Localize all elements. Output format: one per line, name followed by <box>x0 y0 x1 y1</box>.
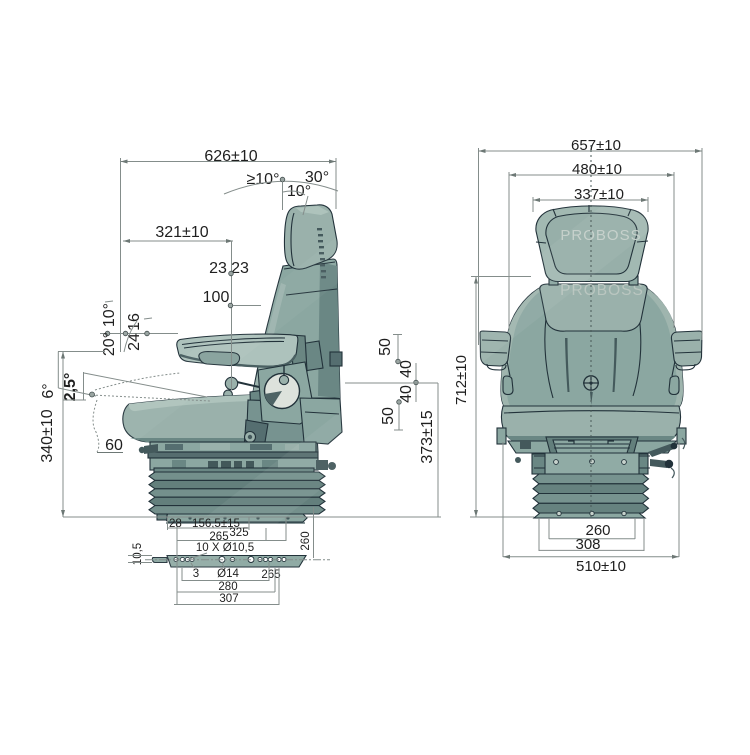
svg-text:30°: 30° <box>305 169 329 186</box>
svg-text:156,5±15: 156,5±15 <box>192 518 240 530</box>
svg-text:265: 265 <box>261 569 280 581</box>
svg-text:2,5°: 2,5° <box>62 373 79 402</box>
svg-text:100: 100 <box>203 289 230 306</box>
svg-text:PROBOSS: PROBOSS <box>560 227 641 244</box>
svg-text:480±10: 480±10 <box>572 161 622 178</box>
svg-text:325: 325 <box>229 527 248 539</box>
svg-text:340±10: 340±10 <box>39 409 56 462</box>
svg-text:10°: 10° <box>287 183 311 200</box>
svg-text:Ø14: Ø14 <box>217 568 239 580</box>
svg-text:307: 307 <box>219 593 238 605</box>
svg-text:337±10: 337±10 <box>574 186 624 203</box>
svg-text:10,5: 10,5 <box>132 543 144 565</box>
svg-text:657±10: 657±10 <box>571 137 621 154</box>
svg-text:60: 60 <box>105 437 123 454</box>
svg-text:10°: 10° <box>101 303 118 327</box>
svg-text:308: 308 <box>575 536 600 553</box>
svg-text:23: 23 <box>209 260 227 277</box>
svg-text:40: 40 <box>398 360 415 378</box>
svg-text:≥10°: ≥10° <box>247 171 280 188</box>
svg-text:50: 50 <box>380 407 397 425</box>
svg-text:3: 3 <box>193 568 199 580</box>
svg-text:16: 16 <box>126 313 143 331</box>
svg-text:10 X Ø10,5: 10 X Ø10,5 <box>196 542 254 554</box>
svg-text:321±10: 321±10 <box>155 224 208 241</box>
svg-text:28: 28 <box>169 518 182 530</box>
svg-text:712±10: 712±10 <box>453 355 470 405</box>
svg-text:6°: 6° <box>40 383 57 398</box>
svg-text:260: 260 <box>585 522 610 539</box>
svg-text:280: 280 <box>218 581 237 593</box>
svg-text:373±15: 373±15 <box>419 410 436 463</box>
svg-text:20°: 20° <box>101 332 118 356</box>
svg-text:40: 40 <box>398 385 415 403</box>
svg-text:626±10: 626±10 <box>204 148 257 165</box>
svg-text:23: 23 <box>231 260 249 277</box>
svg-text:24: 24 <box>126 333 143 351</box>
svg-text:510±10: 510±10 <box>576 558 626 575</box>
svg-text:260: 260 <box>300 531 312 550</box>
svg-text:50: 50 <box>377 338 394 356</box>
svg-text:PROBOSS: PROBOSS <box>560 282 644 299</box>
